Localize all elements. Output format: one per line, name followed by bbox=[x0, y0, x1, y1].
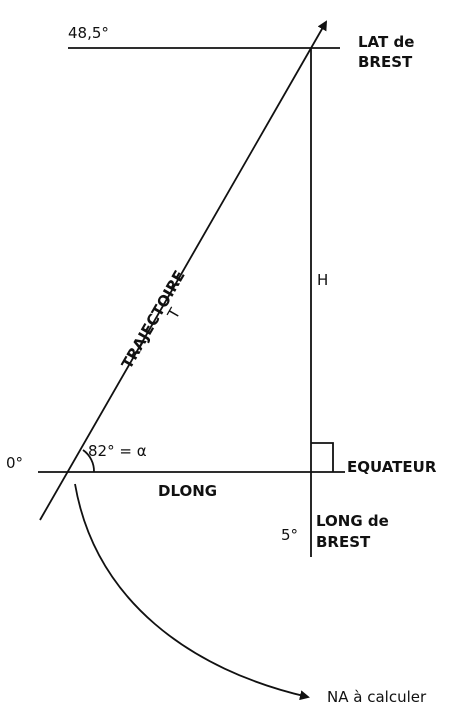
origin-longitude-label: 0° bbox=[6, 454, 23, 472]
latitude-value-label: 48,5° bbox=[68, 24, 109, 42]
trajectory-symbol-label: T bbox=[163, 304, 184, 323]
latitude-name-label-line2: BREST bbox=[358, 53, 413, 71]
latitude-name-label-line1: LAT de bbox=[358, 33, 414, 51]
longitude-name-label-line2: BREST bbox=[316, 533, 371, 551]
trajectory-line bbox=[39, 20, 327, 521]
angle-label: 82° = α bbox=[88, 442, 147, 460]
dlong-label: DLONG bbox=[158, 482, 217, 500]
height-label: H bbox=[317, 271, 328, 289]
angle-arc bbox=[82, 449, 95, 473]
longitude-name-label-line1: LONG de bbox=[316, 512, 389, 530]
na-curve-arrow bbox=[74, 483, 310, 701]
na-label: NA à calculer bbox=[327, 688, 427, 705]
longitude-value-label: 5° bbox=[281, 526, 298, 544]
equator-label: EQUATEUR bbox=[347, 458, 437, 476]
right-angle-marker bbox=[311, 442, 334, 472]
